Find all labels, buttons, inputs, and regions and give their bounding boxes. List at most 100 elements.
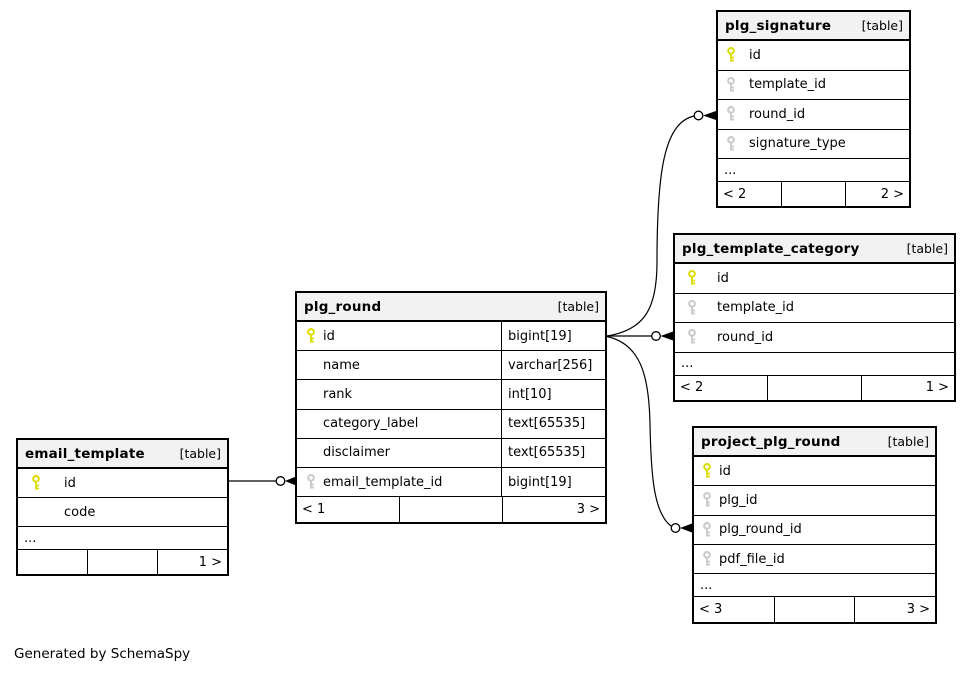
fk-arrowhead <box>680 523 692 533</box>
column-row: id bigint[19] <box>297 322 605 352</box>
column-name: template_id <box>717 300 795 316</box>
table-footer: < 1 3 > <box>297 497 605 523</box>
table-badge: [table] <box>861 18 903 33</box>
foreign-key-icon <box>687 299 697 317</box>
column-name: email_template_id <box>323 474 443 490</box>
fk-arrowhead <box>660 331 673 341</box>
truncated-columns-ellipsis: ... <box>675 353 954 376</box>
table-header[interactable]: plg_template_category [table] <box>675 235 954 264</box>
footer-children-count: 3 > <box>854 597 935 623</box>
relation-line-plg-round-to-project-plg-round <box>606 335 672 527</box>
column-row: plg_round_id <box>694 516 935 545</box>
table-node-email-template[interactable]: email_template [table] id code ... 1 > <box>16 438 229 576</box>
table-title: plg_round <box>304 298 382 315</box>
primary-key-icon <box>687 269 697 287</box>
table-footer: < 3 3 > <box>694 597 935 623</box>
table-header[interactable]: project_plg_round [table] <box>694 428 935 457</box>
footer-parents-count: < 1 <box>302 502 326 518</box>
column-row: rank int[10] <box>297 380 605 410</box>
generator-attribution: Generated by SchemaSpy <box>14 646 191 662</box>
foreign-key-icon <box>702 491 712 509</box>
primary-key-icon <box>726 46 736 64</box>
footer-children-count: 3 > <box>502 497 605 523</box>
column-type: text[65535] <box>501 409 605 438</box>
table-footer: < 2 1 > <box>675 375 954 400</box>
table-node-plg-round[interactable]: plg_round [table] id bigint[19] name var… <box>295 291 607 525</box>
column-name: rank <box>323 386 353 402</box>
column-type: bigint[19] <box>501 467 605 497</box>
column-name: name <box>323 357 360 373</box>
primary-key-icon <box>306 327 316 345</box>
primary-key-icon <box>702 462 712 480</box>
table-node-plg-template-category[interactable]: plg_template_category [table] id templat… <box>673 233 956 402</box>
table-footer: 1 > <box>18 550 227 574</box>
table-node-project-plg-round[interactable]: project_plg_round [table] id plg_id plg_… <box>692 426 937 625</box>
column-name: template_id <box>749 77 827 93</box>
footer-middle-cell <box>399 497 502 523</box>
table-badge: [table] <box>887 434 929 449</box>
foreign-key-icon <box>726 135 736 153</box>
column-row: id <box>694 457 935 487</box>
foreign-key-icon <box>726 76 736 94</box>
footer-middle-cell <box>87 550 157 574</box>
column-type: text[65535] <box>501 438 605 467</box>
column-name: signature_type <box>749 136 846 152</box>
footer-children-count: 1 > <box>157 550 227 574</box>
column-row: signature_type <box>718 130 909 159</box>
column-row: disclaimer text[65535] <box>297 438 605 468</box>
column-name: plg_round_id <box>719 522 802 538</box>
footer-middle-cell <box>773 597 855 623</box>
footer-parents-count <box>18 550 87 574</box>
column-type: bigint[19] <box>501 322 605 351</box>
column-name: id <box>323 328 335 344</box>
footer-children-count: 1 > <box>860 375 954 400</box>
column-name: round_id <box>749 106 806 122</box>
truncated-columns-ellipsis: ... <box>694 574 935 598</box>
zero-or-one-marker <box>693 110 704 121</box>
zero-or-one-marker <box>651 331 661 341</box>
column-name: id <box>719 463 731 479</box>
column-row: plg_id <box>694 486 935 516</box>
truncated-columns-ellipsis: ... <box>718 159 909 182</box>
column-row: id <box>675 264 954 294</box>
column-type: varchar[256] <box>501 351 605 380</box>
footer-middle-cell <box>781 182 845 206</box>
column-row: pdf_file_id <box>694 545 935 575</box>
column-row: round_id <box>718 100 909 130</box>
column-name: category_label <box>323 416 419 432</box>
column-name: plg_id <box>719 492 758 508</box>
column-row: template_id <box>718 71 909 100</box>
table-badge: [table] <box>179 446 221 461</box>
foreign-key-icon <box>702 521 712 539</box>
column-row: name varchar[256] <box>297 351 605 381</box>
table-header[interactable]: email_template [table] <box>18 440 227 469</box>
column-type: int[10] <box>501 380 605 409</box>
foreign-key-icon <box>702 550 712 568</box>
column-name: pdf_file_id <box>719 551 785 567</box>
table-title: project_plg_round <box>701 433 841 450</box>
table-title: email_template <box>25 445 145 462</box>
fk-arrowhead <box>285 476 296 486</box>
column-name: id <box>64 475 76 491</box>
table-badge: [table] <box>557 299 599 314</box>
zero-or-one-marker <box>670 523 681 533</box>
primary-key-icon <box>31 474 41 492</box>
table-header[interactable]: plg_round [table] <box>297 293 605 322</box>
table-title: plg_template_category <box>682 240 860 257</box>
column-row: template_id <box>675 294 954 323</box>
column-row: code <box>18 498 227 527</box>
footer-children-count: 2 > <box>845 182 909 206</box>
column-name: code <box>64 504 96 520</box>
column-row: email_template_id bigint[19] <box>297 467 605 498</box>
foreign-key-icon <box>687 328 697 346</box>
column-row: category_label text[65535] <box>297 409 605 439</box>
footer-parents-count: < 2 <box>680 380 704 395</box>
table-node-plg-signature[interactable]: plg_signature [table] id template_id rou… <box>716 10 911 208</box>
truncated-columns-ellipsis: ... <box>18 527 227 550</box>
footer-parents-count: < 3 <box>699 602 723 618</box>
footer-middle-cell <box>767 375 860 400</box>
table-header[interactable]: plg_signature [table] <box>718 12 909 41</box>
column-name: id <box>717 270 729 286</box>
fk-arrowhead <box>703 111 716 120</box>
